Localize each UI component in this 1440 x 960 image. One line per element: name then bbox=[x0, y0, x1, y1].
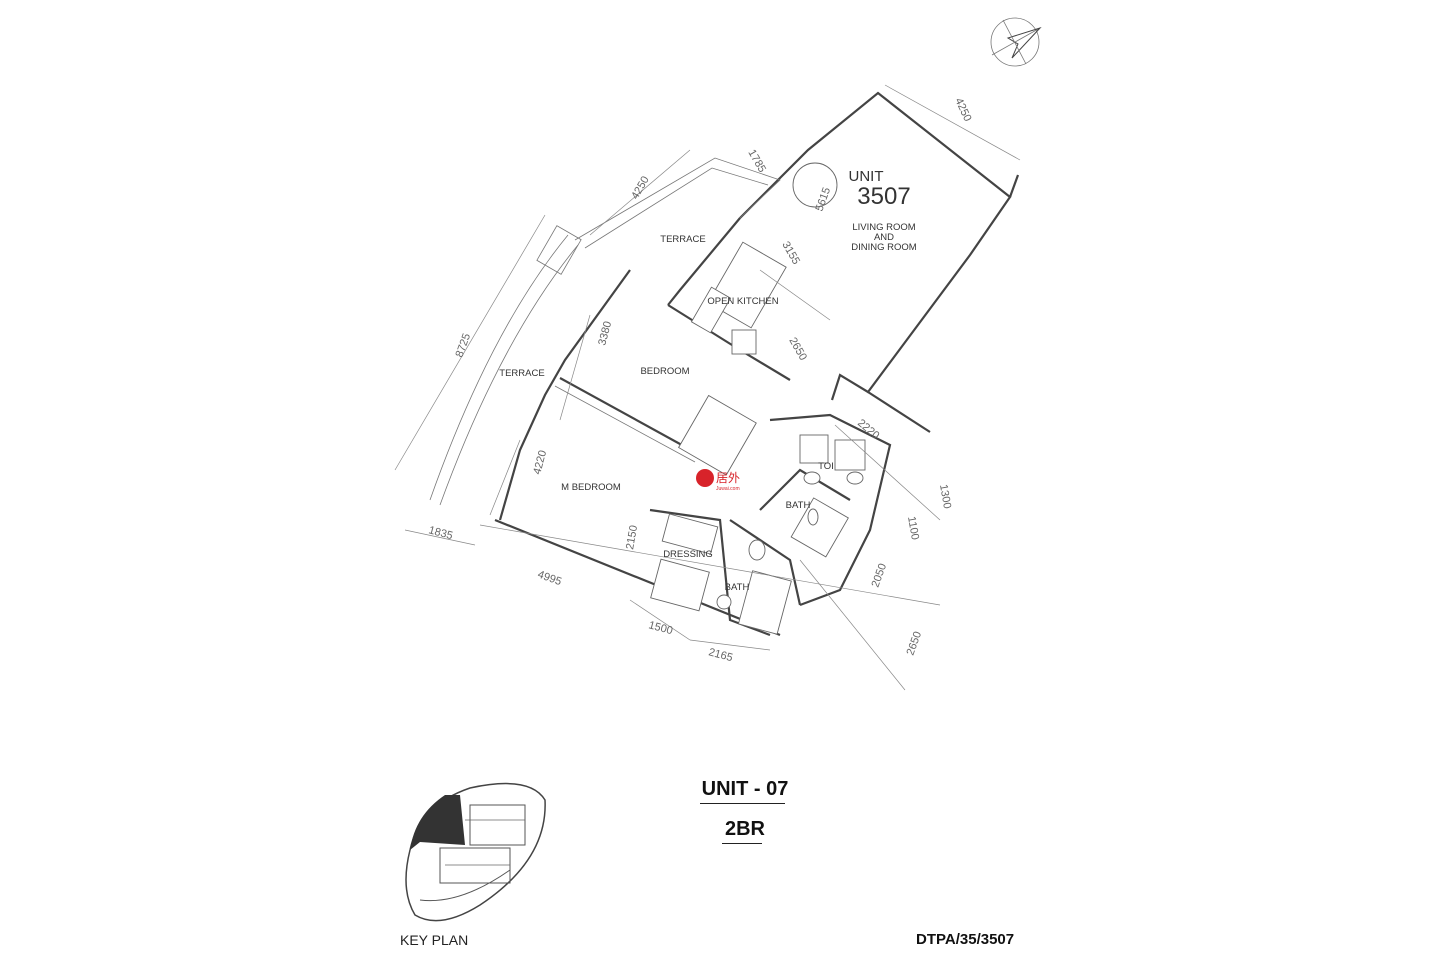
dim-3380: 3380 bbox=[596, 320, 614, 347]
dim-2650-kitchen: 2650 bbox=[786, 336, 809, 363]
terrace-left-label: TERRACE bbox=[499, 368, 544, 379]
dimension-lines bbox=[394, 84, 1021, 691]
unit-number-label: 3507 bbox=[857, 183, 910, 210]
north-arrow-icon bbox=[990, 17, 1042, 67]
terrace-top-label: TERRACE bbox=[660, 234, 705, 245]
unit-type-title: 2BR bbox=[724, 818, 765, 840]
dim-1300: 1300 bbox=[937, 483, 953, 509]
dim-3155: 3155 bbox=[779, 240, 802, 267]
dim-4220: 4220 bbox=[531, 449, 549, 476]
key-plan-diagram bbox=[405, 782, 546, 922]
dressing-label: DRESSING bbox=[663, 549, 713, 560]
unit-code-underline bbox=[700, 803, 785, 804]
master-bedroom-label: M BEDROOM bbox=[561, 482, 621, 493]
bedroom-label: BEDROOM bbox=[640, 366, 689, 377]
dim-2650-bottom: 2650 bbox=[905, 630, 925, 657]
unit-walls bbox=[429, 91, 1020, 637]
dim-2150: 2150 bbox=[624, 524, 640, 550]
bath-main-label: BATH bbox=[725, 582, 750, 593]
watermark: 居外 Juwai.com bbox=[696, 469, 740, 492]
dim-4250-right: 4250 bbox=[952, 96, 973, 123]
open-kitchen-label: OPEN KITCHEN bbox=[707, 296, 778, 307]
dim-4995: 4995 bbox=[536, 569, 563, 589]
watermark-brand: 居外 bbox=[716, 471, 740, 485]
dim-8725: 8725 bbox=[454, 332, 474, 359]
unit-word-label: UNIT bbox=[849, 168, 884, 185]
dim-1500: 1500 bbox=[647, 619, 674, 637]
drawing-reference: DTPA/35/3507 bbox=[916, 931, 1015, 948]
dim-1785: 1785 bbox=[745, 148, 768, 175]
toilet-label: TOI bbox=[818, 461, 834, 472]
living-room-label-line1: LIVING ROOM bbox=[852, 222, 915, 233]
watermark-logo-icon bbox=[696, 469, 714, 487]
unit-code-title: UNIT - 07 bbox=[701, 778, 789, 800]
watermark-site: Juwai.com bbox=[716, 486, 740, 492]
dim-1100: 1100 bbox=[905, 515, 921, 540]
living-room-label-line3: DINING ROOM bbox=[851, 242, 917, 253]
dim-2165: 2165 bbox=[707, 646, 734, 664]
unit-type-underline bbox=[722, 843, 762, 844]
fixtures bbox=[650, 162, 866, 635]
dim-2050: 2050 bbox=[870, 562, 890, 589]
dim-1835: 1835 bbox=[427, 524, 454, 542]
living-room-label-line2: AND bbox=[874, 232, 894, 243]
bath-second-label: BATH bbox=[786, 500, 811, 511]
key-plan-label: KEY PLAN bbox=[400, 932, 469, 948]
